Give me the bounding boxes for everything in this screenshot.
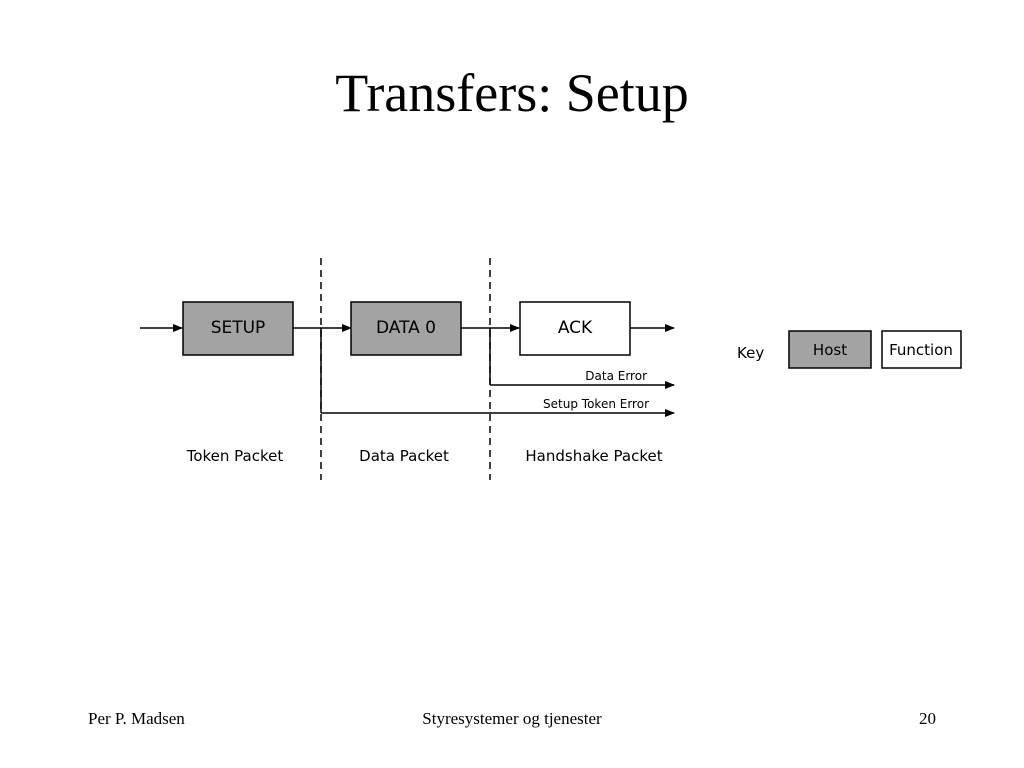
key-host-label: Host (813, 341, 847, 359)
setup-packet-box (182, 301, 294, 356)
data0-packet-box (350, 301, 462, 356)
ack-packet-label: ACK (558, 318, 593, 338)
key-function-swatch (881, 330, 962, 369)
ack-packet-box (519, 301, 631, 356)
key-host-swatch (788, 330, 872, 369)
setup-token-error-label: Setup Token Error (543, 397, 649, 411)
footer-author: Per P. Madsen (88, 709, 185, 728)
handshake-packet-phase-label: Handshake Packet (525, 447, 662, 465)
key-function-label: Function (889, 341, 953, 359)
data0-packet-label: DATA 0 (376, 318, 436, 338)
footer-course: Styresystemer og tjenester (422, 709, 602, 728)
data-error-label: Data Error (585, 369, 647, 383)
footer-page-number: 20 (919, 709, 936, 728)
setup-packet-label: SETUP (211, 318, 266, 338)
token-packet-phase-label: Token Packet (186, 447, 284, 465)
data-packet-phase-label: Data Packet (359, 447, 449, 465)
slide-title: Transfers: Setup (335, 63, 689, 123)
key-label: Key (737, 344, 764, 362)
